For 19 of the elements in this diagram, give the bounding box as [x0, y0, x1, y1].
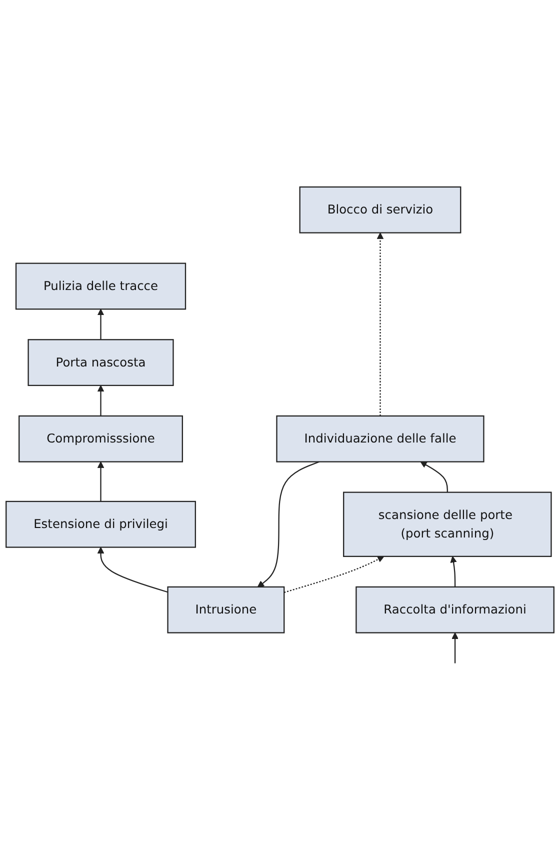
node-box: Compromisssione [18, 415, 183, 462]
node-box: Pulizia delle tracce [15, 262, 186, 310]
arrow [376, 232, 384, 416]
arrow [97, 461, 104, 502]
node-box: Porta nascosta [28, 339, 174, 386]
node-box: Estensione di privilegi [6, 500, 196, 548]
arrow [257, 461, 320, 588]
arrow [97, 385, 104, 416]
arrow [450, 556, 457, 587]
arrow [97, 308, 104, 340]
arrow [452, 632, 458, 664]
node-box: Intrusione [167, 586, 285, 634]
arrow [97, 546, 168, 593]
node-box: Raccolta d'informazioni [356, 586, 554, 634]
node-box: Blocco di servizio [299, 186, 462, 234]
node-box: Individuazione delle falle [276, 415, 484, 462]
arrow [420, 461, 448, 492]
arrow [284, 556, 384, 593]
node-box: scansione dellle porte (port scanning) [343, 492, 552, 557]
